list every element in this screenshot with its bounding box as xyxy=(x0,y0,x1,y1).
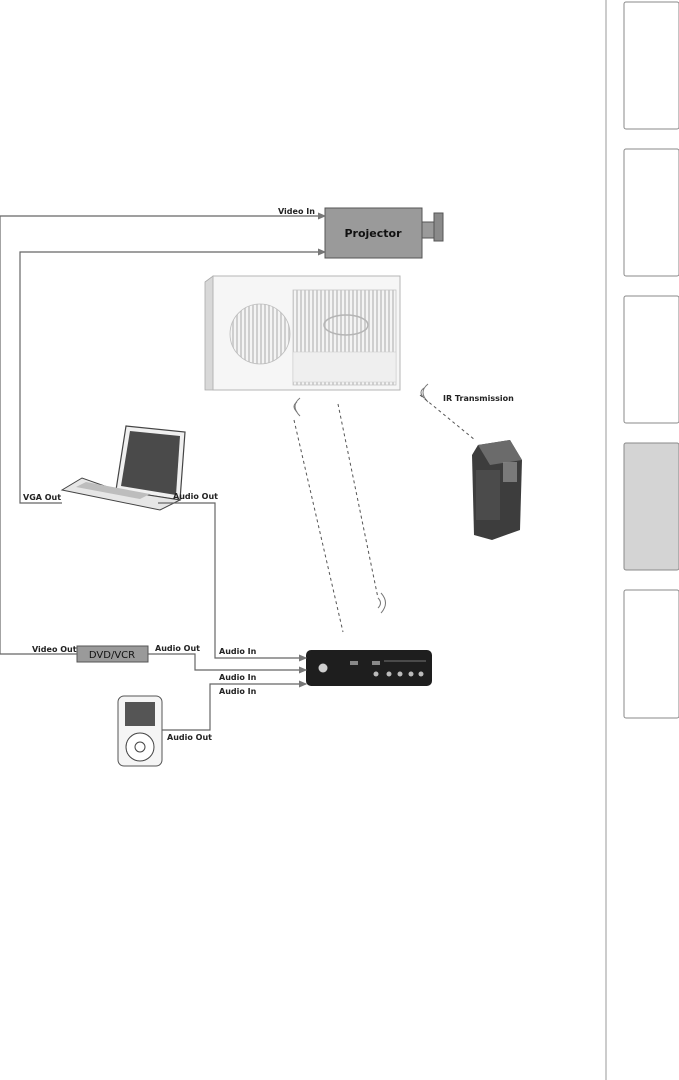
ir-wave-icon-1 xyxy=(294,398,300,416)
ir-transmitter-device xyxy=(472,440,522,540)
dvd-audio-out-label: Audio Out xyxy=(155,644,200,653)
ipod-device xyxy=(118,696,162,766)
vga-out-label: VGA Out xyxy=(23,493,61,502)
projector-device: Projector xyxy=(325,208,443,258)
ipod-audio-out-label: Audio Out xyxy=(167,733,212,742)
side-tab-5[interactable] xyxy=(624,590,679,718)
wire-dvd-audio xyxy=(148,654,306,670)
dvd-vcr-label: DVD/VCR xyxy=(89,650,135,661)
ir-transmission-label: IR Transmission xyxy=(443,394,514,403)
side-tab-1[interactable] xyxy=(624,2,679,129)
laptop-audio-out-label: Audio Out xyxy=(173,492,218,501)
dvd-vcr-device: DVD/VCR xyxy=(77,646,148,662)
projector-label: Projector xyxy=(344,227,402,240)
ir-beam-2 xyxy=(338,404,378,598)
receiver-device xyxy=(306,650,432,686)
side-tab-4-active[interactable] xyxy=(624,443,679,570)
side-tab-3[interactable] xyxy=(624,296,679,423)
audio-in-label-2: Audio In xyxy=(219,673,257,682)
laptop-device xyxy=(62,426,185,510)
ir-wave-icon-3 xyxy=(378,593,386,613)
video-in-label: Video In xyxy=(278,207,315,216)
wire-laptop-audio xyxy=(158,503,306,658)
audio-in-label-1: Audio In xyxy=(219,647,257,656)
ir-beam-1 xyxy=(294,420,343,632)
audio-in-label-3: Audio In xyxy=(219,687,257,696)
dvd-video-out-label: Video Out xyxy=(32,645,77,654)
side-tab-2[interactable] xyxy=(624,149,679,276)
ir-speaker-panel xyxy=(205,276,400,390)
